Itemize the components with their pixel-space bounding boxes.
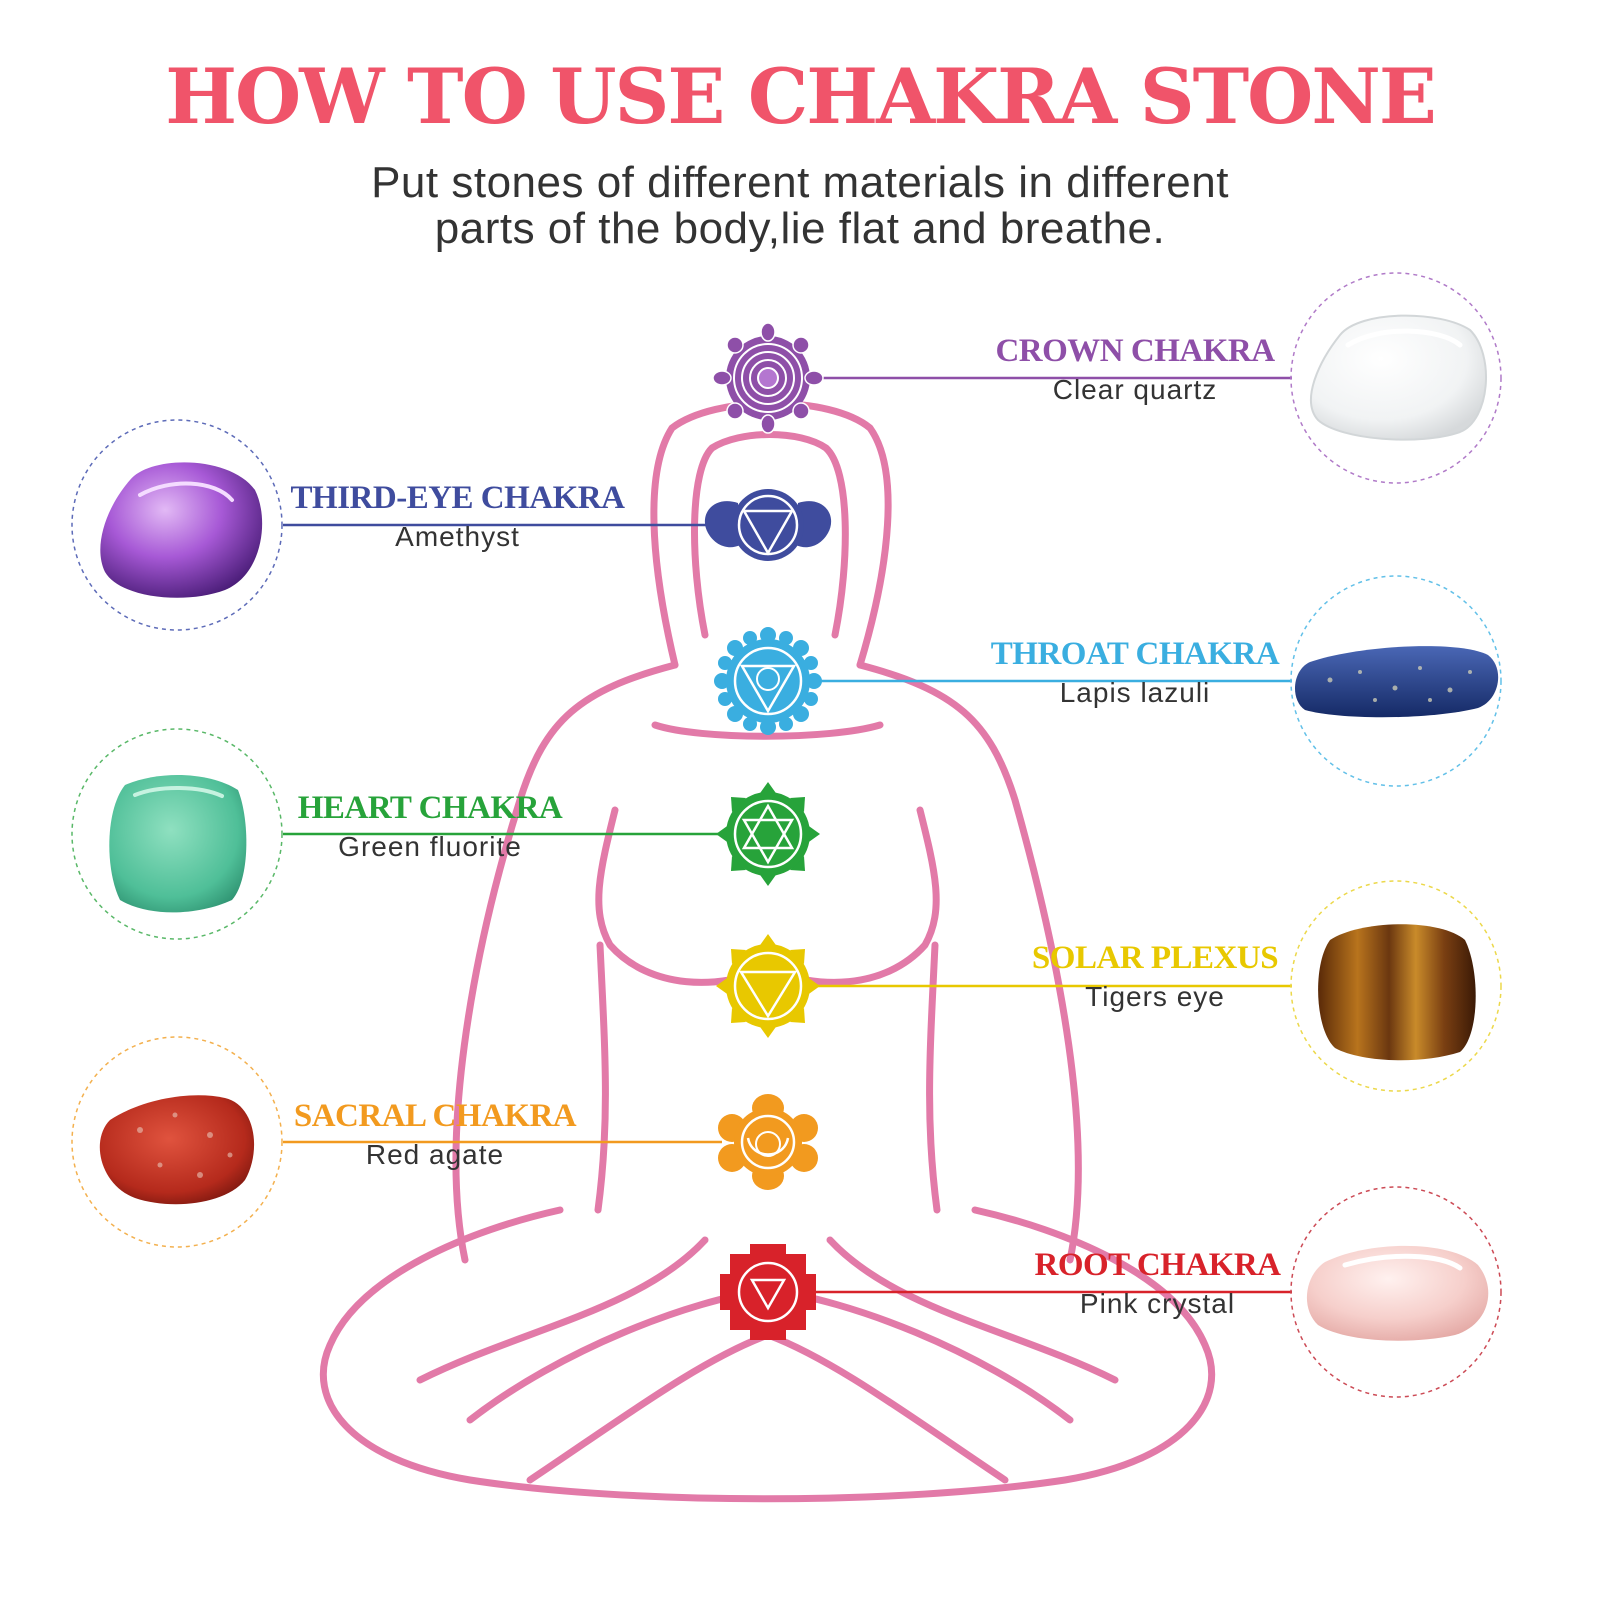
tigers-eye-stone xyxy=(1318,924,1476,1061)
solar-plexus-stone-name: Tigers eye xyxy=(1085,981,1225,1012)
stone-frames xyxy=(71,272,1502,1398)
green-fluorite-stone xyxy=(109,774,247,913)
crown-chakra-label: CROWN CHAKRA Clear quartz xyxy=(990,333,1280,406)
heart-chakra-icon xyxy=(716,782,820,886)
root-stone-frame xyxy=(1290,1186,1502,1398)
heart-chakra-name: HEART CHAKRA xyxy=(297,790,563,826)
crown-chakra-name: CROWN CHAKRA xyxy=(995,333,1275,369)
solar-plexus-chakra-label: SOLAR PLEXUS Tigers eye xyxy=(1020,940,1290,1013)
crown-stone-frame xyxy=(1290,272,1502,484)
third-eye-stone-name: Amethyst xyxy=(395,521,520,552)
clear-quartz-stone xyxy=(1309,314,1487,441)
throat-chakra-icon xyxy=(714,627,822,735)
solar-plexus-stone-frame xyxy=(1290,880,1502,1092)
meditating-figure-outline xyxy=(319,399,1216,1503)
throat-chakra-name: THROAT CHAKRA xyxy=(990,636,1280,672)
throat-stone-name: Lapis lazuli xyxy=(1059,677,1211,708)
third-eye-stone-frame xyxy=(71,419,283,631)
third-eye-chakra-name: THIRD-EYE CHAKRA xyxy=(290,480,625,516)
solar-plexus-chakra-icon xyxy=(716,934,820,1038)
subtitle-line-2: parts of the body,lie flat and breathe. xyxy=(434,204,1166,253)
sacral-chakra-label: SACRAL CHAKRA Red agate xyxy=(285,1098,585,1171)
red-agate-stone xyxy=(99,1095,255,1205)
throat-stone-frame xyxy=(1290,575,1502,787)
pink-crystal-stone xyxy=(1306,1245,1489,1341)
page-subtitle: Put stones of different materials in dif… xyxy=(0,160,1600,252)
amethyst-stone xyxy=(100,462,263,598)
root-chakra-icon xyxy=(720,1244,816,1340)
root-chakra-label: ROOT CHAKRA Pink crystal xyxy=(1030,1247,1285,1320)
root-stone-name: Pink crystal xyxy=(1079,1288,1236,1319)
sacral-stone-frame xyxy=(71,1036,283,1248)
third-eye-chakra-label: THIRD-EYE CHAKRA Amethyst xyxy=(285,480,630,553)
heart-stone-name: Green fluorite xyxy=(338,831,522,862)
heart-stone-frame xyxy=(71,728,283,940)
solar-plexus-chakra-name: SOLAR PLEXUS xyxy=(1031,940,1279,976)
crown-stone-name: Clear quartz xyxy=(1052,374,1218,405)
crown-chakra-icon xyxy=(712,322,824,434)
heart-chakra-label: HEART CHAKRA Green fluorite xyxy=(285,790,575,863)
subtitle-line-1: Put stones of different materials in dif… xyxy=(371,158,1229,207)
sacral-stone-name: Red agate xyxy=(365,1139,505,1170)
lapis-lazuli-stone xyxy=(1294,646,1499,718)
connector-lines xyxy=(283,376,1292,1294)
sacral-chakra-icon xyxy=(718,1094,818,1190)
throat-chakra-label: THROAT CHAKRA Lapis lazuli xyxy=(985,636,1285,709)
sacral-chakra-name: SACRAL CHAKRA xyxy=(293,1098,577,1134)
page-title: HOW TO USE CHAKRA STONE xyxy=(165,52,1437,141)
root-chakra-name: ROOT CHAKRA xyxy=(1034,1247,1282,1283)
third-eye-chakra-icon xyxy=(704,489,832,561)
